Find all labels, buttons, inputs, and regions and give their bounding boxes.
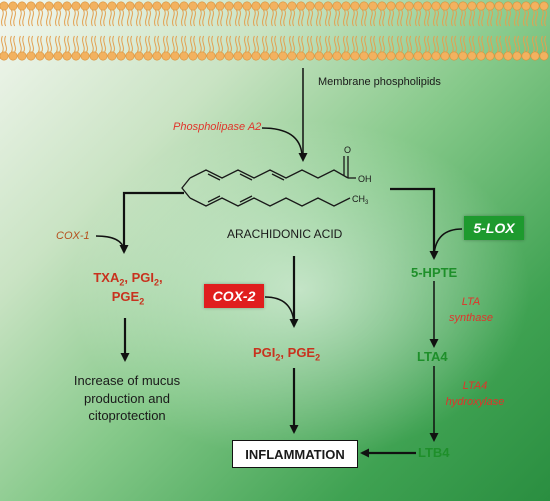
lta-synthase-line2: synthase — [448, 312, 494, 325]
lox-curve — [433, 228, 463, 256]
lox5-label: 5-LOX — [473, 220, 515, 236]
lta-synthase-line1: LTA — [461, 296, 481, 308]
ltb4-label: LTB4 — [418, 445, 450, 460]
cox1-products-line2: PGE2 — [111, 289, 145, 308]
cox1-products: TXA2, PGI2, PGE2 — [88, 270, 168, 308]
cox2-curve — [264, 296, 295, 324]
cox2-label: COX-2 — [212, 288, 256, 304]
membrane-phospholipids-label: Membrane phospholipids — [318, 76, 441, 88]
protection-line2: production and — [83, 390, 170, 406]
lta4-hydroxylase-label: LTA4 hydroxylase — [443, 380, 507, 408]
protection-outcome: Increase of mucus production and citopro… — [62, 372, 192, 425]
molecule-ch3-label: CH3 — [352, 194, 369, 206]
lox5-box: 5-LOX — [464, 216, 524, 240]
arachidonic-acid-label: ARACHIDONIC ACID — [227, 227, 343, 241]
cox1-products-line1: TXA2, PGI2, — [93, 270, 163, 288]
membrane-bilayer — [0, 1, 549, 61]
lta4-label: LTA4 — [417, 349, 448, 364]
molecule-oxygen-label: O — [344, 145, 351, 155]
lta-synthase-label: LTA synthase — [443, 296, 499, 324]
cox2-box: COX-2 — [204, 284, 264, 308]
lta4-hydroxylase-line1: LTA4 — [462, 380, 488, 392]
cox1-branch-line — [119, 191, 184, 254]
protection-line3: citoprotection — [88, 408, 166, 424]
cox2-products: PGI2, PGE2 — [253, 345, 321, 363]
phospholipase-curve — [261, 127, 303, 156]
cox1-label: COX-1 — [56, 230, 90, 242]
cox2-products-text: PGI2, PGE2 — [253, 345, 321, 363]
lox-branch-line — [390, 187, 439, 260]
molecule-oh-label: OH — [358, 174, 372, 184]
cox1-curve — [95, 235, 125, 251]
hpte-label: 5-HPTE — [411, 265, 458, 280]
lta4-hydroxylase-line2: hydroxylase — [445, 396, 505, 409]
phospholipase-label: Phospholipase A2 — [173, 121, 262, 133]
inflammation-label: INFLAMMATION — [245, 446, 345, 462]
protection-line1: Increase of mucus — [73, 373, 181, 388]
inflammation-box: INFLAMMATION — [232, 440, 358, 468]
